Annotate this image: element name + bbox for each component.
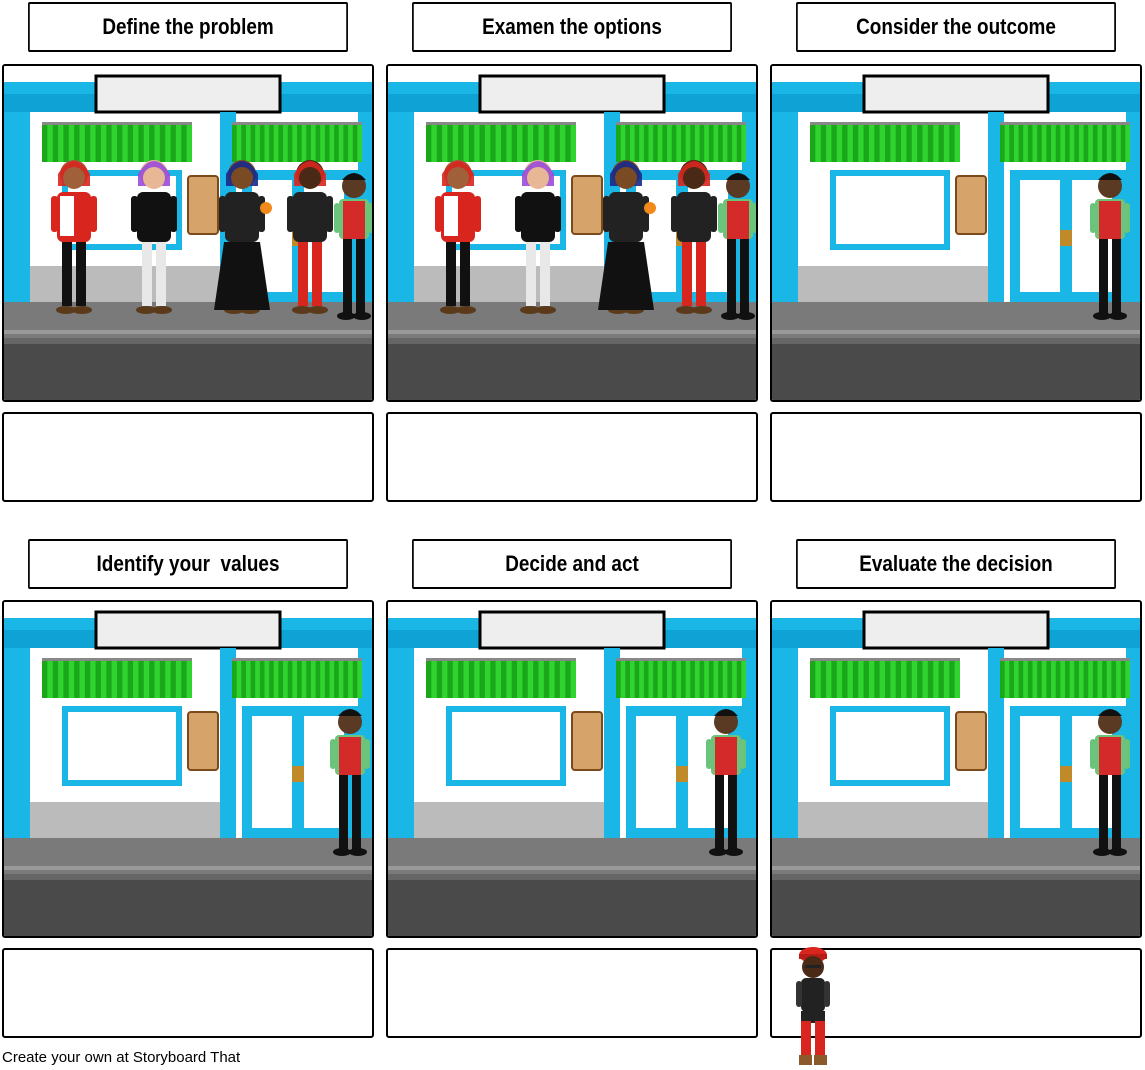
panel-2-caption bbox=[386, 412, 758, 502]
footer-credit: Create your own at Storyboard That bbox=[2, 1049, 241, 1066]
man-red-vest-character bbox=[334, 173, 372, 320]
boy-red-cap-character bbox=[796, 947, 830, 1065]
panel-2-scene bbox=[386, 64, 758, 402]
panel-3-caption bbox=[770, 412, 1142, 502]
man-red-vest-character bbox=[718, 173, 756, 320]
panel-6-title: Evaluate the decision bbox=[796, 539, 1116, 589]
panel-2-title: Examen the options bbox=[412, 2, 732, 52]
panel-1-scene bbox=[2, 64, 374, 402]
panel-3-title: Consider the outcome bbox=[796, 2, 1116, 52]
panel-4-scene bbox=[2, 600, 374, 938]
panel-1-title: Define the problem bbox=[28, 2, 348, 52]
man-red-vest-character bbox=[1090, 173, 1130, 320]
man-red-vest-character bbox=[706, 709, 746, 856]
panel-4-caption bbox=[2, 948, 374, 1038]
panel-5-title: Decide and act bbox=[412, 539, 732, 589]
panel-5-scene bbox=[386, 600, 758, 938]
panel-3-scene bbox=[770, 64, 1142, 402]
man-red-vest-character bbox=[330, 709, 370, 856]
panel-1-caption bbox=[2, 412, 374, 502]
panel-4-title: Identify your values bbox=[28, 539, 348, 589]
panel-6-scene bbox=[770, 600, 1142, 938]
panel-6-caption bbox=[770, 948, 1142, 1038]
panel-5-caption bbox=[386, 948, 758, 1038]
man-red-vest-character bbox=[1090, 709, 1130, 856]
